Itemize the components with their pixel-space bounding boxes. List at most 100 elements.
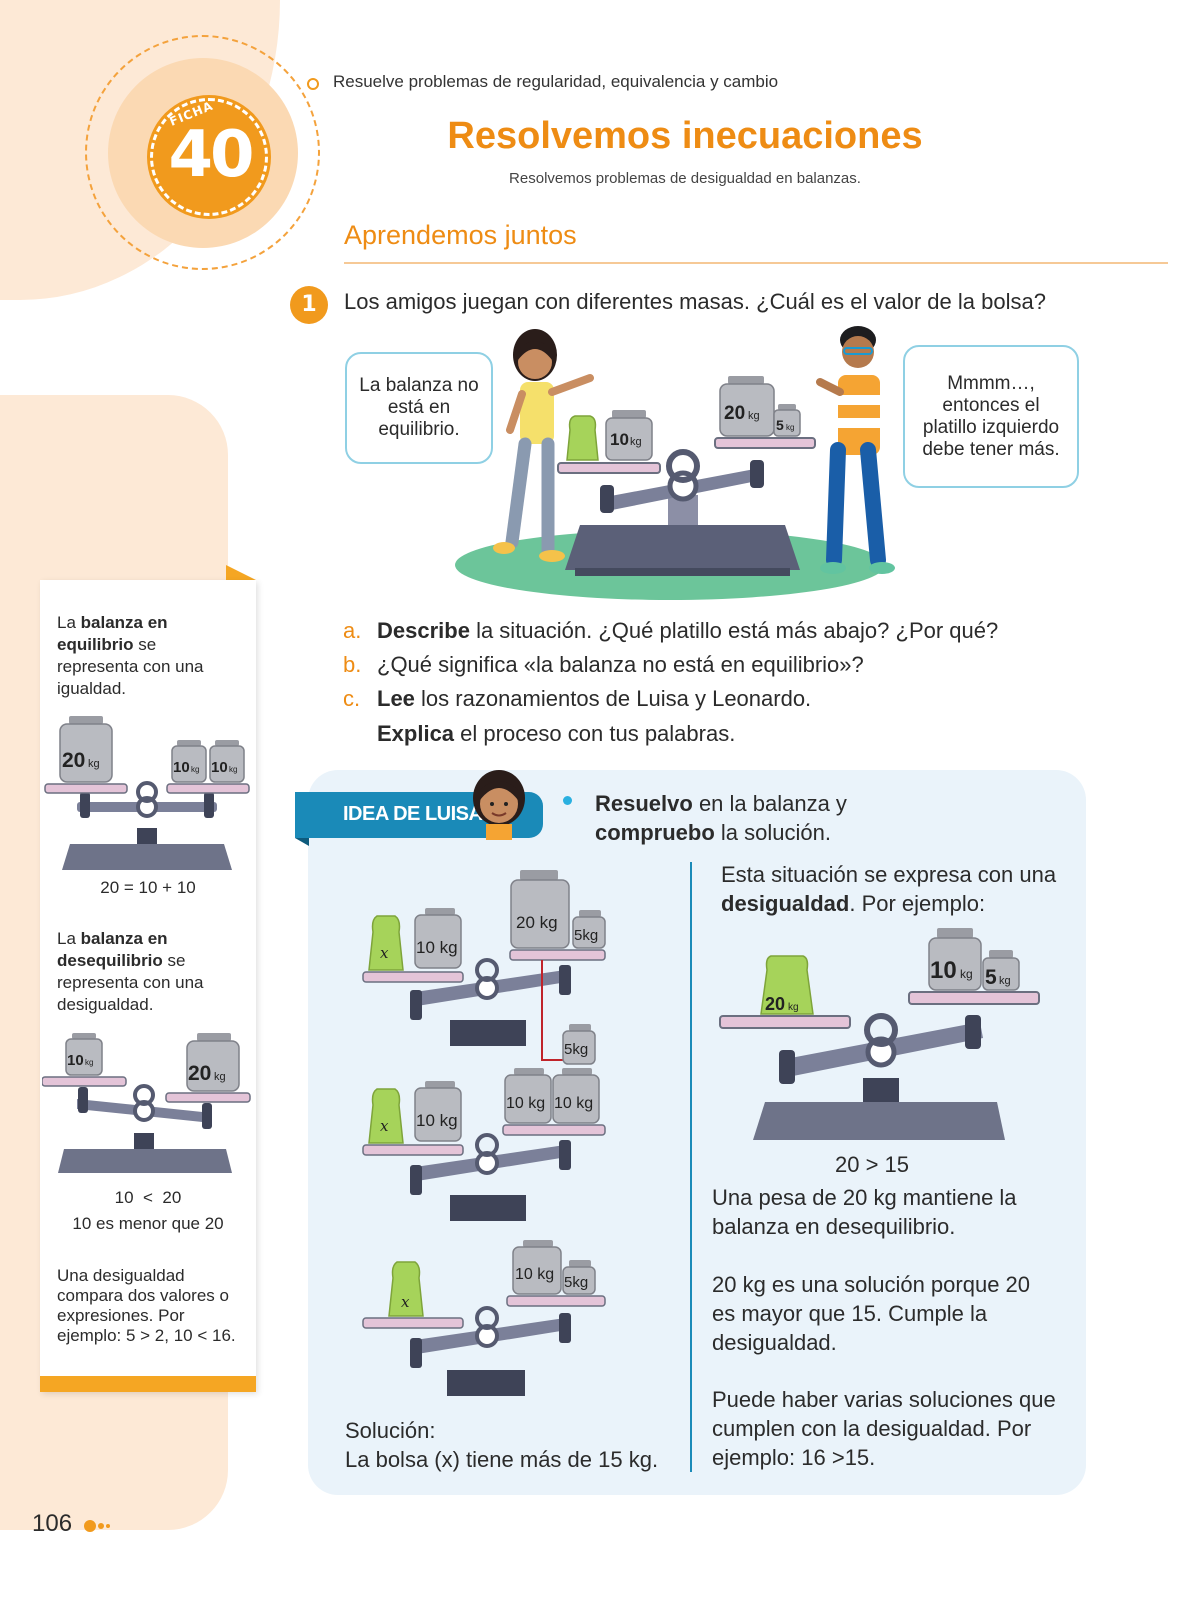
scale-pivot-icon — [136, 796, 158, 818]
weight-20kg — [719, 383, 775, 437]
right-pan-holder — [202, 1103, 212, 1129]
weight-5kg-unit: kg — [999, 975, 1011, 987]
solution-label: Solución: — [345, 1418, 436, 1443]
weight-20kg — [510, 879, 570, 949]
example-scale-illustration: 20 kg 10 kg 5 kg — [719, 928, 1040, 1140]
weight-5kg — [562, 1266, 596, 1295]
weight-10kg — [552, 1074, 600, 1124]
inequality-words: 10 es menor que 20 — [72, 1214, 224, 1233]
weight-20kg-unit: kg — [748, 410, 760, 422]
luisa-idea-label: IDEA DE LUISA — [343, 803, 483, 825]
competency-bullet-icon — [307, 78, 319, 90]
step-3-scale: x 10 kg 5kg — [362, 1240, 606, 1396]
example-inequality: 20 > 15 — [834, 1152, 909, 1177]
sidebar-neq-pre: La — [57, 929, 81, 948]
sidebar-eq-pre: La — [57, 613, 81, 632]
scale-base — [447, 1370, 525, 1396]
bag-20kg-unit: kg — [788, 1002, 799, 1013]
sidebar-footer-stripe — [40, 1376, 256, 1392]
weight-top — [569, 1260, 591, 1267]
section-heading: Aprendemos juntos — [344, 220, 577, 250]
left-pan — [719, 1015, 851, 1029]
weight-10kg-label: 10 — [930, 957, 957, 984]
weight-top — [514, 1068, 544, 1075]
weight-top — [520, 870, 558, 880]
left-pan — [362, 971, 464, 983]
weight-10kg-unit: kg — [630, 436, 642, 448]
scale-base — [565, 525, 800, 570]
weight-top — [523, 1240, 553, 1247]
question-c: c.Lee los razonamientos de Luisa y Leona… — [343, 686, 811, 712]
weight-10kg-unit: kg — [191, 765, 199, 774]
weight-top — [72, 1033, 96, 1039]
left-pan — [362, 1317, 464, 1329]
question-c-verb: Lee — [377, 686, 415, 711]
right-pan — [502, 1124, 606, 1136]
question-b: b.¿Qué significa «la balanza no está en … — [343, 652, 864, 678]
weight-20kg-unit: kg — [88, 758, 100, 770]
disequilibrium-scale-illustration: 10 kg 20 kg — [42, 1033, 251, 1173]
weight-top — [562, 1068, 592, 1075]
page-number: 106 — [32, 1510, 73, 1537]
sidebar-card — [40, 580, 256, 1392]
luisa-avatar — [473, 770, 525, 840]
equality-formula: 20 = 10 + 10 — [100, 878, 196, 897]
weight-10kg — [414, 1087, 462, 1142]
bag-icon — [566, 415, 599, 461]
scale-handle-icon — [133, 1084, 155, 1106]
weight-20kg — [59, 723, 113, 783]
strategy-verb-1: Resuelvo — [595, 791, 693, 816]
strategy-text-1: en la balanza y — [692, 791, 847, 816]
weight-20kg-label: 20 kg — [516, 913, 558, 932]
weight-10kg-unit: kg — [960, 967, 973, 981]
weight-10kg-label: 10 — [67, 1052, 84, 1069]
weight-20kg — [186, 1040, 240, 1092]
scale-handle-icon — [475, 958, 499, 982]
left-pan — [362, 1144, 464, 1156]
scale-handle-icon — [666, 449, 700, 483]
bag-20kg-label: 20 — [765, 994, 785, 1014]
explanation-paragraph-1: Una pesa de 20 kg mantiene la balanza en… — [712, 1185, 1017, 1239]
weight-20kg-unit: kg — [214, 1071, 226, 1083]
left-pan-holder — [78, 1087, 88, 1113]
speech-bubble-luisa-text: La balanza no está en equilibrio. — [359, 375, 479, 440]
problem-text: Los amigos juegan con diferentes masas. … — [344, 289, 1046, 314]
exchange-connector — [541, 960, 565, 1061]
weight-10kg-label: 10 kg — [506, 1095, 545, 1112]
strategy-text-2: la solución. — [714, 820, 831, 845]
bag-x-label: x — [380, 944, 389, 962]
weight-10kg-label: 10 — [610, 430, 629, 449]
intro-post: . Por ejemplo: — [849, 891, 986, 916]
weight-5kg — [773, 409, 801, 437]
bag-icon — [388, 1261, 424, 1317]
weight-10kg-label: 10 kg — [416, 938, 458, 957]
left-pan-holder — [80, 792, 90, 818]
weight-10kg — [504, 1074, 552, 1124]
weight-5kg — [562, 1030, 596, 1065]
weight-10kg-unit: kg — [85, 1058, 93, 1067]
luisa-strategy-text: Resuelvo en la balanza y compruebo la so… — [595, 789, 895, 847]
question-a-text: la situación. ¿Qué platillo está más aba… — [469, 618, 999, 643]
weight-5kg — [572, 916, 606, 949]
weight-10kg-label: 10 kg — [515, 1266, 554, 1283]
sidebar-disequilibrium-text: La balanza en desequilibrio se represent… — [57, 928, 242, 1016]
weight-5kg-label: 5 — [985, 966, 997, 989]
question-b-text: ¿Qué significa «la balanza no está en eq… — [377, 652, 864, 677]
weight-10kg — [171, 745, 207, 783]
weight-5kg-label: 5 — [776, 417, 784, 433]
right-pan — [166, 783, 250, 794]
scale-handle-icon — [864, 1013, 898, 1047]
right-pan-holder — [559, 965, 571, 995]
inequality-intro: Esta situación se expresa con una desigu… — [721, 860, 1061, 918]
right-pan — [506, 1295, 606, 1307]
weight-10kg — [414, 914, 462, 969]
scale-handle-icon — [136, 781, 158, 803]
question-c2-text: el proceso con tus palabras. — [454, 721, 736, 746]
scale-base — [450, 1195, 526, 1221]
page-dots-icon — [84, 1520, 110, 1532]
weight-5kg-label: 5kg — [564, 1274, 588, 1291]
bag-x-label: x — [401, 1293, 410, 1311]
scale-base — [58, 1149, 232, 1173]
tab-fold-decoration — [295, 838, 309, 846]
question-c-letter: c. — [343, 686, 361, 711]
